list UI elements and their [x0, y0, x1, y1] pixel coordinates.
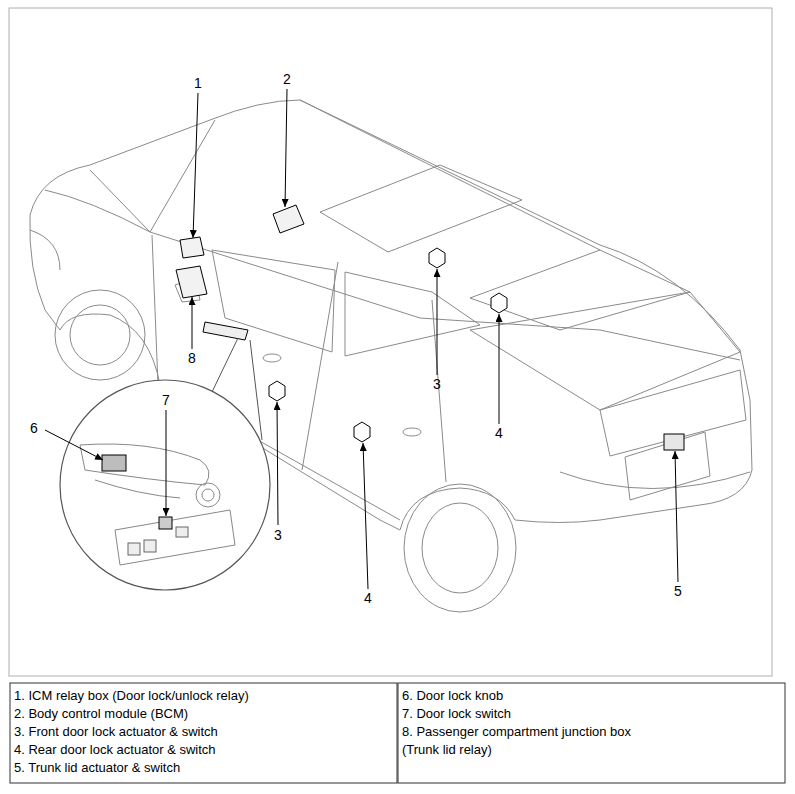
door-actuator	[269, 381, 285, 401]
junction-box	[176, 266, 207, 298]
leader-lines	[45, 89, 678, 589]
table-cell: 1. ICM relay box (Door lock/unlock relay…	[14, 687, 394, 705]
headlight	[30, 230, 60, 270]
door-actuator	[429, 248, 445, 268]
callout-number: 4	[358, 589, 378, 607]
speaker-grille	[196, 483, 220, 507]
lock-knob	[102, 455, 126, 471]
leader-line	[499, 314, 500, 424]
rear-rim	[422, 503, 498, 593]
leader-line	[192, 297, 193, 349]
back-glass	[470, 250, 690, 330]
callout-number: 5	[668, 582, 688, 600]
belt-line	[150, 232, 740, 360]
door-switch-panel	[203, 322, 248, 340]
lock-switch	[159, 517, 172, 529]
leader-line	[193, 93, 198, 238]
speaker-grille	[202, 489, 214, 501]
leader-line	[285, 89, 287, 207]
table-cell: 2. Body control module (BCM)	[14, 705, 394, 723]
rear-wheel	[404, 484, 516, 612]
panel-line	[95, 480, 180, 498]
components	[176, 205, 684, 450]
leader-line	[277, 402, 278, 525]
table-cell: 7. Door lock switch	[402, 705, 782, 723]
leader-line	[675, 451, 678, 582]
table-cell-border	[398, 683, 785, 783]
figure-frame	[9, 8, 772, 676]
trunk-lid	[470, 292, 740, 410]
rear-bumper	[560, 472, 750, 489]
table-cell: 4. Rear door lock actuator & switch	[14, 741, 394, 759]
door-actuator	[354, 422, 370, 442]
rear-window	[345, 272, 480, 356]
hood-line	[45, 190, 150, 232]
license-plate	[625, 432, 710, 500]
door-handle	[403, 428, 421, 436]
magnifier-circle	[60, 380, 270, 590]
callout-number: 3	[268, 526, 288, 544]
leader-line	[363, 443, 368, 589]
table-cell-border	[10, 683, 397, 783]
car-body	[30, 100, 752, 612]
sunroof	[320, 165, 522, 252]
switch-button	[176, 527, 188, 537]
front-rim	[70, 305, 130, 365]
leader-line	[437, 269, 438, 375]
callout-number: 8	[182, 349, 202, 367]
magnifier	[60, 338, 270, 590]
callout-number: 1	[188, 74, 208, 92]
table-cell: 3. Front door lock actuator & switch	[14, 723, 394, 741]
tail-lights	[600, 370, 746, 456]
icm-relay-box	[180, 237, 204, 258]
door-actuator	[491, 293, 507, 313]
callout-number: 7	[156, 391, 176, 409]
callout-number: 2	[277, 70, 297, 88]
switch-panel	[115, 510, 235, 565]
callout-number: 3	[427, 375, 447, 393]
trunk-actuator	[664, 434, 684, 450]
switch-button	[128, 543, 140, 555]
leader-line	[166, 410, 167, 516]
front-wheel	[55, 290, 145, 380]
table-cell: 6. Door lock knob	[402, 687, 782, 705]
inner-handle-recess	[80, 444, 209, 485]
callout-number: 6	[24, 419, 44, 437]
bcm-module	[273, 205, 304, 233]
front-door-edge	[152, 235, 158, 385]
door-gap	[302, 262, 338, 470]
table-cell: 5. Trunk lid actuator & switch	[14, 759, 394, 777]
callout-number: 4	[489, 424, 509, 442]
table-cell: 8. Passenger compartment junction box (T…	[402, 723, 652, 759]
leader-line	[45, 430, 103, 460]
door-handle	[263, 354, 281, 362]
switch-button	[144, 540, 156, 552]
